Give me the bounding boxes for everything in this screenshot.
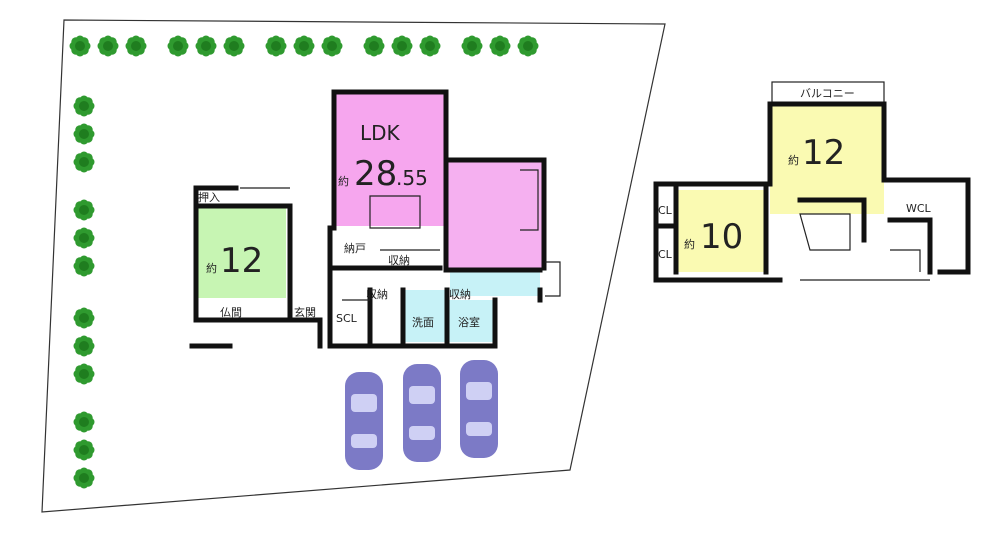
scl-label: SCL [336, 312, 358, 325]
shuno-label-2: 収納 [366, 288, 388, 301]
ldk-room [334, 94, 446, 226]
tree-icon [265, 35, 287, 57]
tree-icon [73, 363, 95, 385]
washroom-area [403, 290, 447, 342]
tree-icon [363, 35, 385, 57]
washitsu-area: 12 [220, 241, 263, 281]
tree-icon [73, 123, 95, 145]
tree-icon [391, 35, 413, 57]
room-b [770, 106, 884, 214]
shuno-label-3: 収納 [449, 288, 471, 301]
wcl-label: WCL [906, 202, 932, 215]
ldk-approx-prefix: 約 [338, 174, 349, 188]
balcony-label: バルコニー [800, 87, 855, 100]
upper-floor: バルコニー 約 12 約 10 CL CL WCL [653, 81, 971, 283]
ground-floor: LDK 約 28 .55 約 12 押入 仏間 納戸 収納 収納 収納 玄関 S… [189, 89, 561, 349]
oshiire-label: 押入 [198, 190, 220, 204]
tree-icon [167, 35, 189, 57]
tree-icon [73, 227, 95, 249]
room-b-approx-prefix: 約 [788, 153, 799, 167]
tree-icons [69, 35, 539, 489]
tree-icon [73, 95, 95, 117]
car-icon [460, 360, 498, 458]
tree-icon [125, 35, 147, 57]
tree-icon [321, 35, 343, 57]
tree-icon [73, 307, 95, 329]
tree-icon [73, 255, 95, 277]
bathroom-area [447, 300, 493, 342]
room-a-area: 10 [700, 217, 743, 257]
cl-label-2: CL [658, 248, 673, 261]
ldk-label: LDK [360, 121, 401, 145]
tree-icon [73, 411, 95, 433]
tree-icon [73, 467, 95, 489]
car-icon [345, 372, 383, 470]
tree-icon [223, 35, 245, 57]
yokushitsu-label: 浴室 [458, 315, 480, 329]
tree-icon [293, 35, 315, 57]
tree-icon [195, 35, 217, 57]
tree-icon [419, 35, 441, 57]
cl-label-1: CL [658, 204, 673, 217]
washitsu-room [196, 208, 286, 298]
tree-icon [69, 35, 91, 57]
genkan-label: 玄関 [294, 305, 316, 319]
ldk-area-decimal: .55 [396, 166, 428, 190]
tree-icon [489, 35, 511, 57]
room-b-area: 12 [802, 133, 845, 173]
parking-area [345, 360, 498, 470]
nando-label: 納戸 [344, 242, 366, 255]
ldk-area-integer: 28 [354, 154, 397, 194]
tree-icon [461, 35, 483, 57]
tree-icon [517, 35, 539, 57]
car-icon [403, 364, 441, 462]
tree-icon [73, 151, 95, 173]
tree-icon [73, 439, 95, 461]
tree-icon [73, 335, 95, 357]
washitsu-approx-prefix: 約 [206, 261, 217, 275]
butsuma-label: 仏間 [220, 306, 242, 319]
room-a [676, 190, 766, 272]
tree-icon [97, 35, 119, 57]
kitchen-area [446, 160, 544, 270]
room-a-approx-prefix: 約 [684, 237, 695, 251]
kitchen-counter [450, 270, 540, 296]
senmen-label: 洗面 [412, 316, 434, 329]
shuno-label-1: 収納 [388, 254, 410, 267]
tree-icon [73, 199, 95, 221]
